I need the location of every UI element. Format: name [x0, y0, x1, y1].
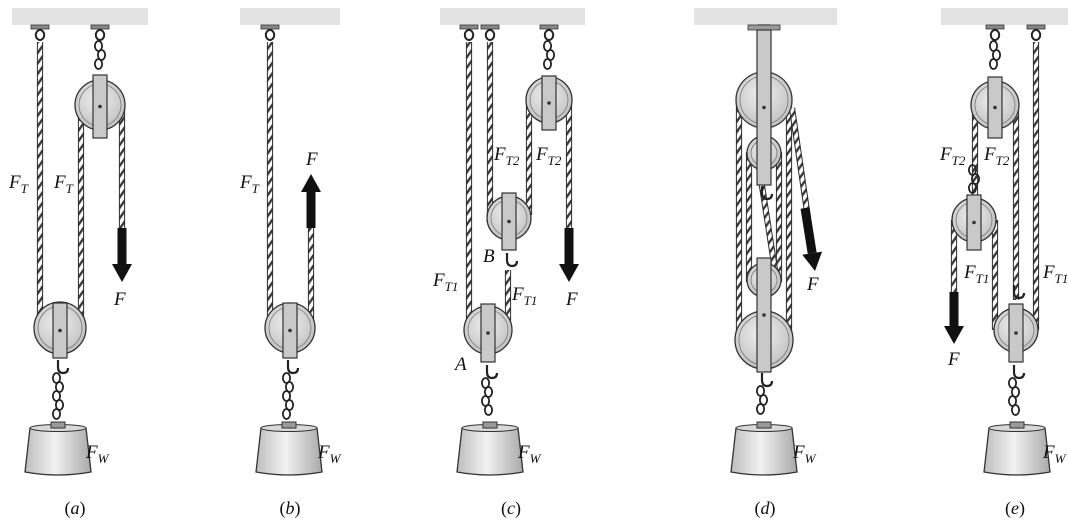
- caption-e: (e): [1005, 498, 1025, 519]
- label-e-weight: FW: [1042, 442, 1067, 466]
- label-c-pulley-a: A: [453, 354, 467, 375]
- mount-e-2: [1026, 24, 1046, 30]
- hook-a: [56, 360, 70, 375]
- weight-a-eye: [50, 421, 66, 429]
- label-c-pulley-b: B: [483, 246, 495, 267]
- chain-e-bottom-link: [1011, 404, 1021, 416]
- force-arrow-b-head: [301, 174, 321, 192]
- mount-d: [747, 24, 781, 31]
- mount-c-3: [539, 24, 559, 30]
- label-c-force: F: [565, 289, 578, 310]
- block-c-a-axle: [486, 331, 490, 335]
- force-arrow-d-shaft: [800, 207, 817, 254]
- label-c-ft1-left: FT1: [432, 270, 458, 294]
- label-e-ft2-left: FT2: [939, 144, 966, 168]
- block-c-b-axle: [507, 219, 511, 224]
- ring-e-1: [989, 29, 1001, 41]
- hook-c-b: [505, 253, 519, 268]
- label-b-force: F: [305, 149, 318, 170]
- ring-c-3: [543, 29, 555, 41]
- block-c-fixed-axle: [547, 101, 551, 105]
- chain-e-middle-link: [968, 182, 978, 194]
- hook-e-moving: [1012, 365, 1026, 380]
- label-c-ft2-left: FT2: [493, 144, 520, 168]
- block-a-moving-axle: [58, 328, 62, 333]
- chain-a-top-link: [94, 58, 104, 70]
- label-d-weight: FW: [792, 442, 817, 466]
- chain-b-bottom-link: [281, 408, 291, 420]
- mount-a-right: [90, 24, 110, 30]
- ceiling-c: [440, 8, 585, 25]
- weight-b-eye: [281, 421, 297, 429]
- force-arrow-c-head: [559, 264, 579, 282]
- label-b-weight: FW: [317, 442, 342, 466]
- hook-c-a: [485, 365, 499, 380]
- hook-e-ft1: [1012, 285, 1026, 300]
- weight-a: [24, 427, 92, 476]
- label-a-ft-left: FT: [8, 172, 29, 196]
- label-e-ft2-right: FT2: [983, 144, 1010, 168]
- block-d-bottom-axle: [762, 313, 766, 317]
- chain-d-bottom-link: [756, 403, 766, 415]
- ring-e-2: [1030, 29, 1042, 41]
- label-a-ft-right: FT: [53, 172, 74, 196]
- weight-c-eye: [482, 421, 498, 429]
- ring-c-1: [463, 29, 475, 41]
- force-arrow-d-head: [802, 251, 823, 271]
- mount-c-1: [459, 24, 479, 30]
- weight-d-eye: [756, 421, 772, 429]
- label-e-force: F: [947, 349, 960, 370]
- ring-b: [264, 29, 276, 41]
- rope-d-free-twist: [789, 107, 811, 219]
- chain-a-bottom-link: [52, 408, 62, 420]
- block-e-middle-axle: [972, 220, 976, 225]
- chain-c-bottom-link: [483, 404, 493, 416]
- ring-c-2: [484, 29, 496, 41]
- mount-b: [260, 24, 280, 30]
- hook-d-bottom: [760, 373, 774, 388]
- block-e-fixed-axle: [993, 105, 997, 110]
- weight-e: [983, 427, 1051, 476]
- label-c-ft1-right: FT1: [511, 284, 537, 308]
- ceiling-d: [694, 8, 837, 25]
- ceiling-a: [12, 8, 148, 25]
- block-b-moving-axle: [288, 328, 292, 333]
- block-d-top-axle: [762, 105, 766, 110]
- mount-a-left: [30, 24, 50, 30]
- mount-e-1: [985, 24, 1005, 30]
- weight-b: [255, 427, 323, 476]
- label-a-weight: FW: [85, 442, 110, 466]
- ceiling-e: [941, 8, 1068, 25]
- chain-e-top-link: [989, 58, 999, 70]
- chain-c-top-link: [543, 58, 553, 70]
- label-d-force: F: [806, 274, 819, 295]
- label-b-ft: FT: [239, 172, 260, 196]
- label-a-force: F: [113, 289, 126, 310]
- caption-d: (d): [755, 498, 776, 519]
- label-e-ft1-right: FT1: [1042, 262, 1068, 286]
- label-c-ft2-right: FT2: [535, 144, 562, 168]
- ceiling-b: [240, 8, 340, 25]
- label-e-ft1-left: FT1: [963, 262, 989, 286]
- hook-d-top: [760, 186, 774, 201]
- weight-e-eye: [1009, 421, 1025, 429]
- label-c-weight: FW: [517, 442, 542, 466]
- weight-c: [456, 427, 524, 476]
- caption-c: (c): [501, 498, 521, 519]
- ring-a-left: [34, 29, 46, 41]
- block-e-moving-axle: [1014, 331, 1018, 335]
- caption-a: (a): [65, 498, 86, 519]
- force-arrow-e-head: [944, 326, 964, 344]
- block-a-fixed-axle: [98, 104, 102, 109]
- weight-d: [730, 427, 798, 476]
- force-arrow-a-head: [112, 264, 132, 282]
- ring-a-right: [94, 29, 106, 41]
- caption-b: (b): [280, 498, 301, 519]
- hook-b: [286, 360, 300, 375]
- mount-c-2: [480, 24, 500, 30]
